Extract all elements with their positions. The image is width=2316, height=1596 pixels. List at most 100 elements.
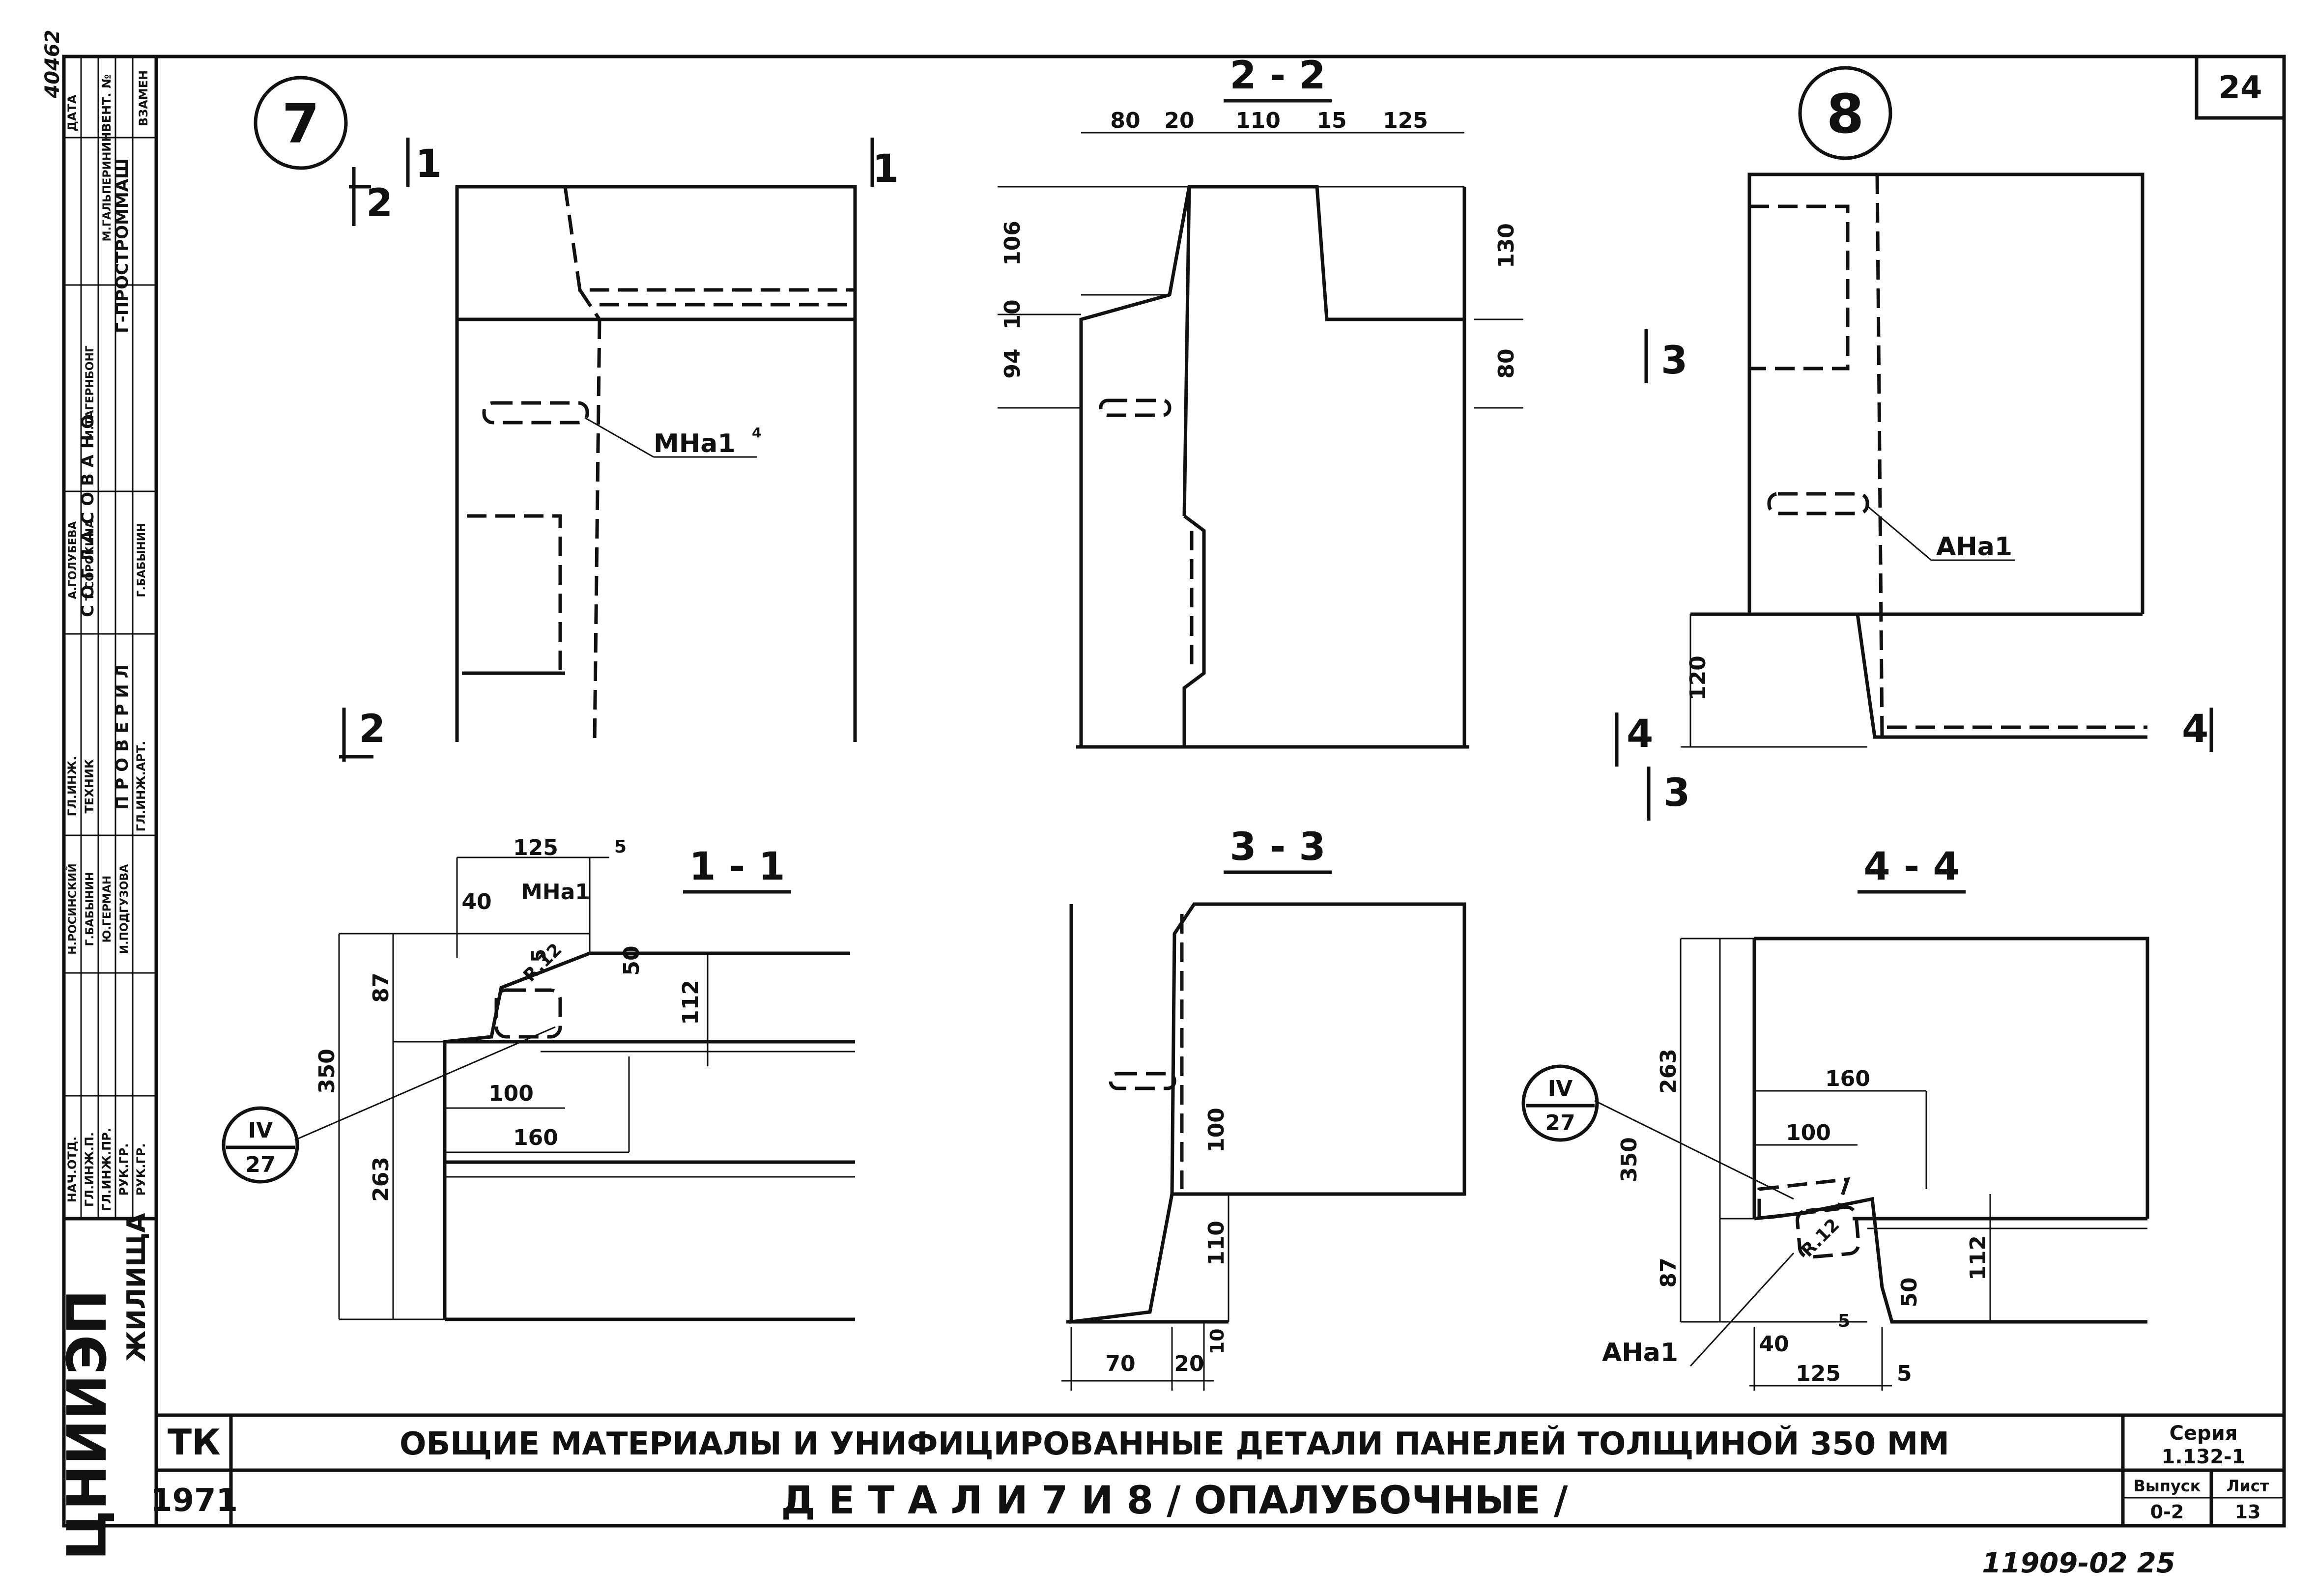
footer-stamp: 11909-02 25 (1982, 1547, 2175, 1579)
left-stamp: С О Г Л А С О В А Н О П Р О В Е Р И Л Г-… (41, 29, 158, 1561)
cut-3-bottom: 3 (1663, 771, 1690, 815)
title-subtitle: Д Е Т А Л И 7 И 8 / ОПАЛУБОЧНЫЕ / (781, 1479, 1568, 1523)
issue-value: 0-2 (2150, 1501, 2184, 1523)
dim22-80: 80 (1110, 108, 1140, 133)
label-ana-44: АНа1 (1602, 1338, 1678, 1368)
stamp-name-6: Т.СОРОКИНА (84, 520, 96, 601)
dim44-100: 100 (1786, 1120, 1831, 1145)
dim22-110: 110 (1235, 108, 1281, 133)
stamp-name-1: Н.РОСИНСКИЙ (66, 863, 79, 955)
stamp-role-2: ГЛ.ИНЖ.П. (83, 1132, 96, 1207)
stamp-org-logo: ЦНИИЭП (56, 1289, 118, 1560)
ref11-top: IV (248, 1118, 273, 1143)
stamp-name-2: Г.БАБЫНИН (84, 872, 96, 946)
title-year: 1971 (150, 1482, 238, 1519)
stamp-name-4: И.ПОДГУЗОВА (118, 864, 131, 954)
section-1-1-title: 1 - 1 (689, 845, 785, 889)
section-3-3: 3 - 3 100 110 10 70 20 (1061, 825, 1466, 1391)
label-mna-sup: 4 (752, 425, 761, 441)
ref11-bottom: 27 (245, 1152, 275, 1177)
dim22-106: 106 (1000, 221, 1025, 266)
reference-circle-44 (1521, 1064, 1599, 1142)
dim11-350: 350 (315, 1049, 340, 1094)
stamp-name-7: Г.БАБЫНИН (136, 523, 148, 598)
issue-label: Выпуск (2134, 1477, 2201, 1495)
reference-circle-11 (222, 1106, 299, 1184)
stamp-role-5: РУК.ГР. (134, 1143, 148, 1196)
dim11-125: 125 (513, 835, 558, 860)
cut-4-left: 4 (1627, 712, 1653, 756)
dim11-87: 87 (369, 972, 394, 1002)
stamp-gp: Г-ПРОСТРОММАШ (113, 158, 132, 333)
dim22-10: 10 (1000, 299, 1025, 329)
ref44-top: IV (1548, 1076, 1573, 1101)
dim22-125: 125 (1383, 108, 1428, 133)
dim44-125: 125 (1796, 1361, 1841, 1386)
dim44-40: 40 (1759, 1332, 1789, 1357)
dim22-80b: 80 (1494, 348, 1519, 378)
dim22-20: 20 (1164, 108, 1194, 133)
dim8-120: 120 (1686, 656, 1711, 701)
stamp-col-date: ДАТА (65, 94, 79, 131)
dim44-160: 160 (1825, 1066, 1870, 1091)
section-4-4-title: 4 - 4 (1863, 845, 1959, 889)
label-r12-44: R.12 (1797, 1215, 1843, 1261)
stamp-org-name: ЖИЛИЩА (122, 1213, 151, 1362)
stamp-checked: П Р О В Е Р И Л (113, 664, 132, 810)
stamp-name-9: М.ГАЛЬПЕРИН (101, 152, 114, 242)
section-3-3-title: 3 - 3 (1229, 825, 1325, 869)
dim44-350: 350 (1617, 1137, 1642, 1182)
detail-8: 8 АНа1 120 3 4 3 4 (1615, 66, 2213, 821)
stamp-col-replace: ВЗАМЕН (137, 70, 150, 126)
section-4-4: 4 - 4 263 160 100 350 87 112 50 5 40 125… (1521, 845, 2149, 1391)
stamp-name-3: Ю.ГЕРМАН (101, 876, 114, 943)
dim44-263: 263 (1656, 1049, 1681, 1094)
stamp-role-4: РУК.ГР. (117, 1143, 131, 1196)
sheet-number: 24 (2218, 70, 2262, 106)
section-2-2-title: 2 - 2 (1229, 54, 1325, 98)
label-mna-11: МНа1 (521, 880, 590, 905)
dim33-70: 70 (1105, 1351, 1135, 1376)
stamp-col-inv: ИНВЕНТ. № (100, 74, 114, 152)
sheet-number-box (2195, 55, 2286, 120)
dim44-87: 87 (1656, 1257, 1681, 1287)
cut-1-left: 1 (415, 142, 442, 186)
dim33-110: 110 (1204, 1221, 1229, 1266)
stamp-name-8: М.ТАГЕРНБОНГ (84, 345, 96, 441)
stamp-approved: С О Г Л А С О В А Н О (78, 415, 98, 617)
dim33-100: 100 (1204, 1108, 1229, 1153)
dim11-5: 5 (614, 837, 627, 857)
cut-1-right: 1 (872, 147, 899, 191)
dim22-94: 94 (1000, 348, 1025, 378)
series-label: Серия (2170, 1422, 2238, 1445)
detail-8-number: 8 (1827, 83, 1864, 145)
cut-3-top: 3 (1661, 339, 1687, 383)
section-2-2: 2 - 2 80 20 110 15 125 106 10 94 130 80 (998, 54, 1523, 749)
detail-7: 7 МНа1 4 2 1 1 2 (254, 76, 899, 762)
dim44-5: 5 (1838, 1311, 1850, 1331)
sheet-label: Лист (2227, 1477, 2269, 1495)
stamp-role-1: НАЧ.ОТД. (65, 1137, 79, 1202)
stamp-role-3: ГЛ.ИНЖ.ПР. (100, 1128, 114, 1211)
section-1-1: 1 - 1 125 5 40 МНа1 R.12 5 50 112 87 350… (222, 835, 855, 1321)
sheet-frame (154, 55, 2286, 1528)
cut-2-top: 2 (366, 181, 393, 226)
dim11-50: 50 (619, 945, 644, 975)
cut-4-right: 4 (2182, 707, 2208, 751)
dim11-40: 40 (461, 889, 491, 914)
label-ana: АНа1 (1936, 532, 2012, 562)
title-main: ОБЩИЕ МАТЕРИАЛЫ И УНИФИЦИРОВАННЫЕ ДЕТАЛИ… (400, 1425, 1949, 1462)
title-tk: ТК (168, 1422, 221, 1463)
stamp-role-6: ГЛ.ИНЖ. (65, 756, 79, 816)
dim44-112: 112 (1966, 1235, 1991, 1281)
series-value: 1.132-1 (2162, 1446, 2246, 1468)
dim22-15: 15 (1316, 108, 1346, 133)
label-mna: МНа1 (654, 429, 736, 458)
cut-2-bottom: 2 (359, 707, 385, 751)
stamp-role-8: ГЛ.ИНЖ.АРТ. (134, 741, 148, 832)
ref44-bottom: 27 (1545, 1111, 1575, 1136)
detail-7-number: 7 (282, 92, 320, 155)
dim33-10: 10 (1206, 1329, 1228, 1355)
stamp-role-7: ТЕХНИК (83, 759, 96, 813)
